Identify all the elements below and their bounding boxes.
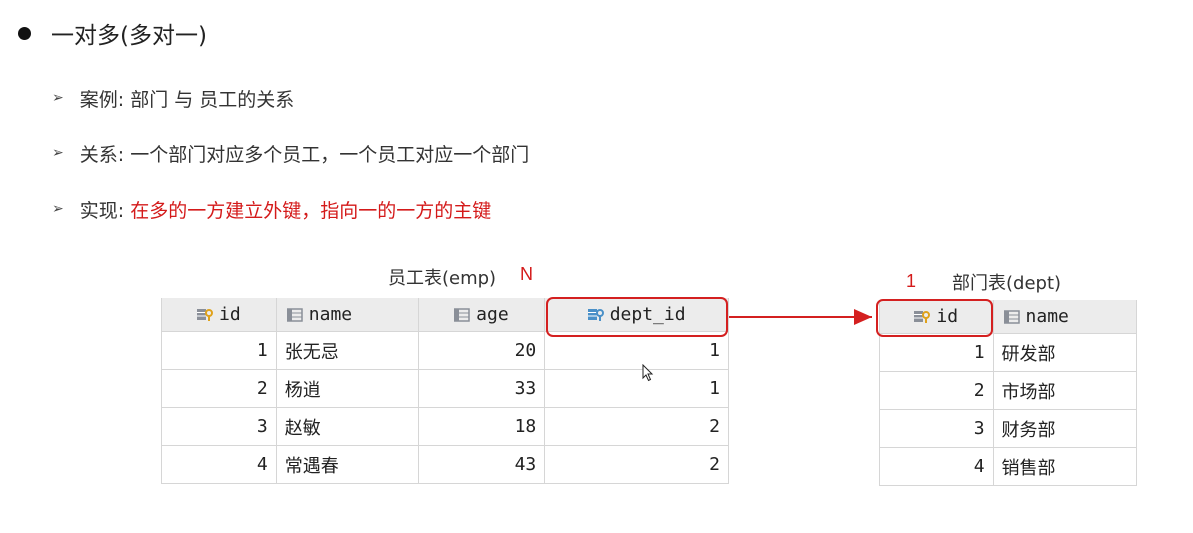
emp-cell-age[interactable]: 20 — [418, 331, 546, 370]
primary-key-column-icon — [914, 310, 931, 324]
emp-cell-dept-id[interactable]: 2 — [544, 407, 729, 446]
column-icon — [454, 307, 470, 322]
section-heading: 一对多(多对一) — [18, 16, 207, 50]
emp-table: id name age — [161, 298, 729, 484]
emp-col-age[interactable]: age — [418, 298, 546, 332]
emp-cell-dept-id[interactable]: 2 — [544, 445, 729, 484]
emp-col-dept-id-label: dept_id — [609, 304, 686, 325]
dept-col-id-label: id — [936, 306, 959, 327]
emp-col-dept-id[interactable]: dept_id — [544, 298, 729, 332]
dept-col-name[interactable]: name — [993, 300, 1138, 334]
table-row[interactable]: 3 赵敏 18 2 — [161, 407, 729, 446]
emp-cell-id[interactable]: 1 — [161, 331, 277, 370]
column-icon — [286, 307, 303, 322]
foreign-key-highlight — [546, 297, 728, 337]
emp-cell-name[interactable]: 张无忌 — [276, 331, 419, 370]
table-row[interactable]: 3 财务部 — [879, 409, 1138, 448]
emp-col-name[interactable]: name — [276, 298, 419, 332]
dept-cell-id[interactable]: 2 — [879, 371, 994, 410]
dept-cell-name[interactable]: 研发部 — [993, 333, 1138, 372]
arrow-bullet-icon: ➢ — [52, 201, 64, 217]
table-row[interactable]: 1 研发部 — [879, 333, 1138, 372]
dept-table-caption: 部门表(dept) — [952, 273, 1062, 294]
dept-cell-name[interactable]: 财务部 — [993, 409, 1138, 448]
dept-cell-name[interactable]: 市场部 — [993, 371, 1138, 410]
dept-cell-id[interactable]: 3 — [879, 409, 994, 448]
bullet-implementation: ➢ 实现: 在多的一方建立外键，指向一的一方的主键 — [52, 194, 491, 224]
table-row[interactable]: 4 销售部 — [879, 447, 1138, 486]
emp-cell-id[interactable]: 3 — [161, 407, 277, 446]
emp-cell-name[interactable]: 杨逍 — [276, 369, 419, 408]
bullet-relation: ➢ 关系: 一个部门对应多个员工，一个员工对应一个部门 — [52, 138, 529, 168]
bullet-label: 案例: — [79, 88, 125, 111]
bullet-dot-icon — [18, 26, 31, 40]
emp-cell-name[interactable]: 常遇春 — [276, 445, 419, 484]
bullet-text: 一个部门对应多个员工，一个员工对应一个部门 — [130, 143, 530, 166]
mouse-cursor-icon — [642, 364, 654, 382]
dept-cardinality: 1 — [906, 271, 917, 291]
column-icon — [1003, 309, 1020, 324]
dept-col-name-label: name — [1025, 306, 1069, 327]
emp-col-id[interactable]: id — [161, 298, 277, 332]
table-row[interactable]: 2 市场部 — [879, 371, 1138, 410]
arrow-bullet-icon: ➢ — [52, 145, 64, 161]
bullet-label: 实现: — [79, 199, 125, 222]
bullet-highlight-text: 在多的一方建立外键，指向一的一方的主键 — [130, 199, 492, 222]
emp-cell-dept-id[interactable]: 1 — [544, 331, 729, 370]
bullet-text: 部门 与 员工的关系 — [130, 88, 295, 111]
bullet-example: ➢ 案例: 部门 与 员工的关系 — [52, 83, 294, 113]
dept-col-id[interactable]: id — [879, 300, 994, 334]
emp-cell-name[interactable]: 赵敏 — [276, 407, 419, 446]
dept-header-row: id name — [879, 300, 1138, 334]
emp-cell-id[interactable]: 4 — [161, 445, 277, 484]
emp-cell-age[interactable]: 43 — [418, 445, 546, 484]
foreign-key-column-icon — [587, 308, 604, 322]
dept-table: id name 1 研发部 2 市场部 3 财务部 — [879, 300, 1138, 486]
emp-cell-age[interactable]: 18 — [418, 407, 546, 446]
primary-key-highlight — [876, 299, 993, 337]
bullet-label: 关系: — [79, 143, 125, 166]
table-row[interactable]: 2 杨逍 33 1 — [161, 369, 729, 408]
emp-cell-id[interactable]: 2 — [161, 369, 277, 408]
emp-header-row: id name age — [161, 298, 729, 332]
dept-cell-id[interactable]: 1 — [879, 333, 994, 372]
emp-col-id-label: id — [219, 304, 241, 325]
emp-col-age-label: age — [476, 304, 509, 325]
primary-key-column-icon — [197, 308, 214, 322]
dept-cell-name[interactable]: 销售部 — [993, 447, 1138, 486]
arrow-bullet-icon: ➢ — [52, 90, 64, 106]
table-row[interactable]: 1 张无忌 20 1 — [161, 331, 729, 370]
dept-cell-id[interactable]: 4 — [879, 447, 994, 486]
emp-col-name-label: name — [308, 304, 353, 325]
heading-text: 一对多(多对一) — [51, 23, 207, 49]
emp-cardinality: N — [520, 264, 533, 284]
table-row[interactable]: 4 常遇春 43 2 — [161, 445, 729, 484]
emp-cell-age[interactable]: 33 — [418, 369, 546, 408]
emp-table-caption: 员工表(emp) — [388, 268, 497, 289]
emp-cell-dept-id[interactable]: 1 — [544, 369, 729, 408]
